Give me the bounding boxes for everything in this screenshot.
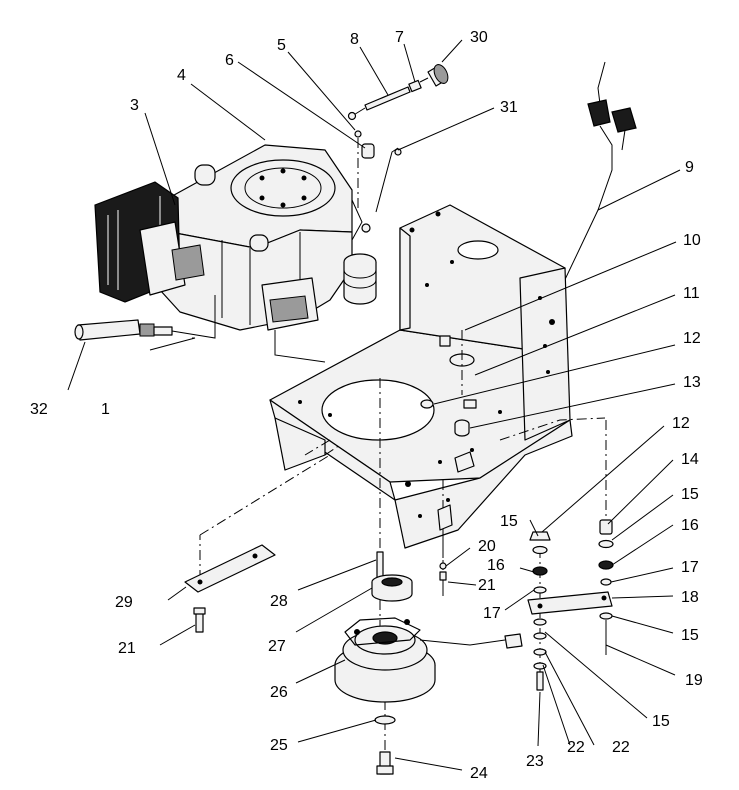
callout-11: 11 <box>683 285 700 302</box>
idler-arm-assembly <box>527 519 614 691</box>
callout-20: 20 <box>478 538 496 555</box>
callout-labels: 1 3 4 5 6 7 8 9 10 11 12 12 13 14 15 15 … <box>30 29 703 782</box>
mounting-frame <box>269 204 573 549</box>
callout-27: 27 <box>268 638 286 655</box>
callout-17b: 17 <box>681 559 699 576</box>
callout-21b: 21 <box>118 640 136 657</box>
callout-17a: 17 <box>483 605 501 622</box>
callout-31: 31 <box>500 99 518 116</box>
callout-18: 18 <box>681 589 699 606</box>
callout-32: 32 <box>30 401 48 418</box>
callout-22a: 22 <box>567 739 585 756</box>
fuel-filter-assembly <box>74 295 216 341</box>
rod-assembly <box>437 504 453 596</box>
callout-30: 30 <box>470 29 488 46</box>
callout-12b: 12 <box>672 415 690 432</box>
callout-15c: 15 <box>681 627 699 644</box>
callout-7: 7 <box>395 29 404 46</box>
callout-29: 29 <box>115 594 133 611</box>
engine-mount-line-left <box>274 330 326 363</box>
leader-lines <box>67 39 681 771</box>
callout-15b: 15 <box>681 486 699 503</box>
callout-4: 4 <box>177 67 186 84</box>
callout-14: 14 <box>681 451 699 468</box>
callout-6: 6 <box>225 52 234 69</box>
callout-28: 28 <box>270 593 288 610</box>
callout-5: 5 <box>277 37 286 54</box>
callout-25: 25 <box>270 737 288 754</box>
callout-3: 3 <box>130 97 139 114</box>
callout-8: 8 <box>350 31 359 48</box>
throttle-parts <box>347 64 449 213</box>
callout-13: 13 <box>683 374 701 391</box>
callout-23: 23 <box>526 753 544 770</box>
pto-clutch-assembly <box>334 551 523 775</box>
callout-19: 19 <box>685 672 703 689</box>
callout-15a: 15 <box>500 513 518 530</box>
callout-22b: 22 <box>612 739 630 756</box>
callout-12a: 12 <box>683 330 701 347</box>
callout-24: 24 <box>470 765 488 782</box>
callout-10: 10 <box>683 232 701 249</box>
callout-26: 26 <box>270 684 288 701</box>
callout-16b: 16 <box>681 517 699 534</box>
callout-1: 1 <box>101 401 110 418</box>
callout-15d: 15 <box>652 713 670 730</box>
callout-16a: 16 <box>487 557 505 574</box>
callout-9: 9 <box>685 159 694 176</box>
callout-21a: 21 <box>478 577 496 594</box>
plate-29 <box>184 544 276 633</box>
engine-assembly <box>94 144 377 331</box>
